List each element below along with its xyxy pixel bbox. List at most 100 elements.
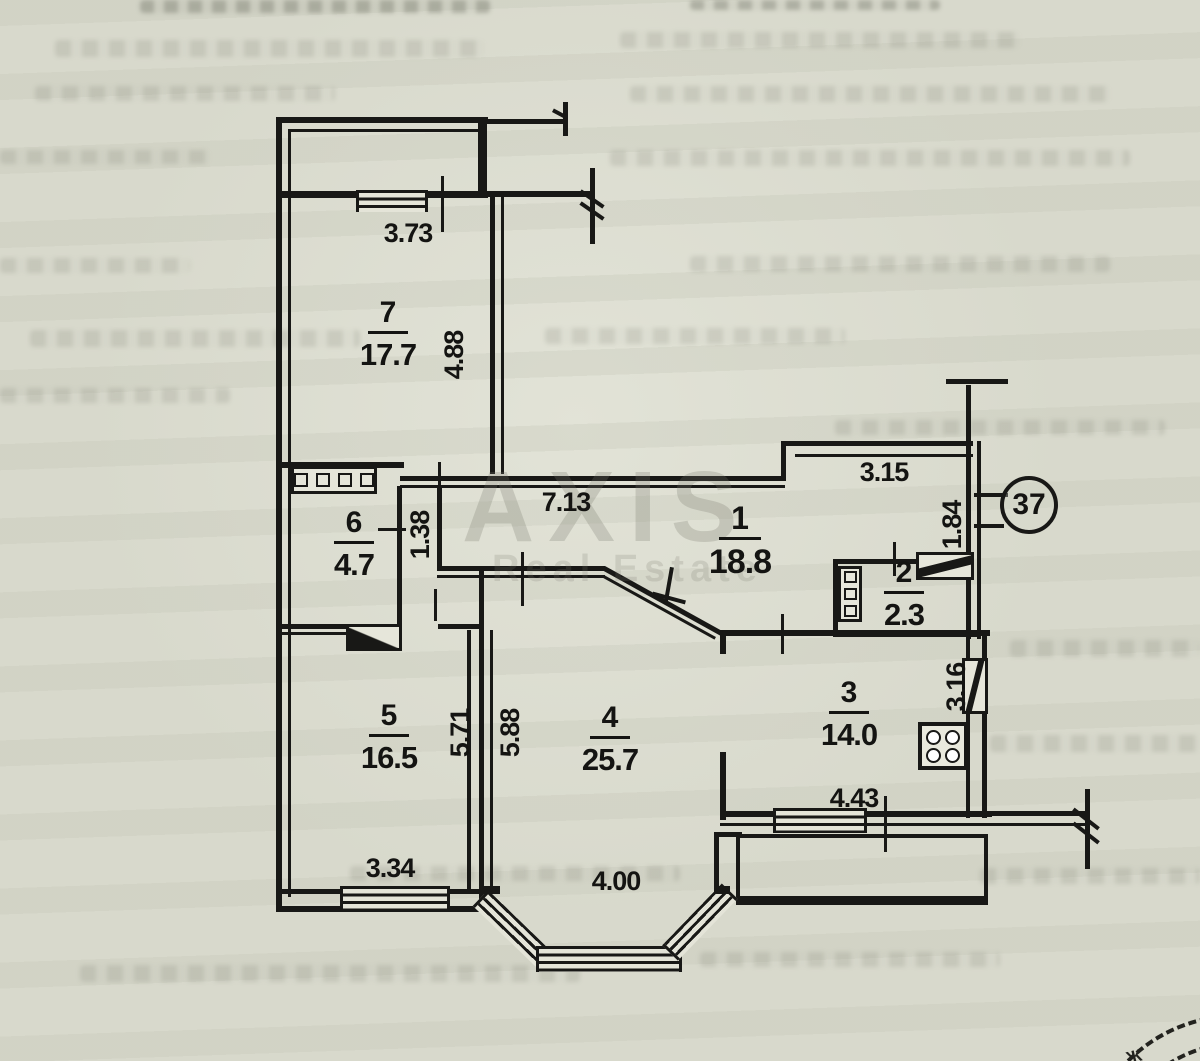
wall-kitchen-left-lower xyxy=(720,752,726,820)
bleed-text-smudge xyxy=(690,0,940,10)
wall-balcony-right xyxy=(478,117,487,197)
dimension-tick xyxy=(521,552,524,606)
wall-room5-right xyxy=(467,630,471,894)
wall-room2-left xyxy=(833,559,838,637)
dimension-vestibule-depth: 1.84 xyxy=(936,500,967,550)
dimension-room5-width: 3.34 xyxy=(365,852,416,883)
wall-room5-top-right xyxy=(438,624,480,629)
vent-cell-icon xyxy=(843,588,857,600)
dimension-tick xyxy=(441,176,444,232)
room-number: 4 xyxy=(589,703,631,739)
room-number: 3 xyxy=(828,678,870,714)
bleed-text-smudge xyxy=(0,150,210,164)
dimension-room4-depth: 5.88 xyxy=(494,708,525,758)
bleed-text-smudge xyxy=(690,256,1110,272)
wall-kbalcony-right xyxy=(984,834,988,904)
room5-window xyxy=(340,886,450,911)
dimension-room4-width: 4.00 xyxy=(591,865,642,896)
wall-kbalcony-rail xyxy=(736,896,988,905)
bleed-text-smudge xyxy=(0,388,230,403)
dimension-tick xyxy=(884,796,887,852)
room5-door-icon xyxy=(346,624,402,651)
wall-kitchen-right-outer xyxy=(982,636,987,818)
wall-entry-right-inner xyxy=(977,441,981,639)
bleed-text-smudge xyxy=(55,40,485,57)
dimension-tick xyxy=(378,528,406,531)
wall-entry-right xyxy=(966,385,971,639)
bleed-text-smudge xyxy=(630,86,1110,102)
wall-entry-top-tick xyxy=(946,379,1008,384)
dimension-tick xyxy=(893,542,896,576)
wall-break-vertical xyxy=(1085,789,1090,869)
vent-cell-icon xyxy=(316,473,330,487)
vent-cell-icon xyxy=(843,571,857,583)
wall-outer-left-inner xyxy=(288,129,291,897)
vent-cell-icon xyxy=(294,473,308,487)
bleed-text-smudge xyxy=(140,0,490,13)
room-label-5: 5 16.5 xyxy=(342,696,436,778)
wall-room2-top xyxy=(833,559,923,564)
wall-room4-left xyxy=(479,568,484,906)
wall-room5-top xyxy=(276,624,402,629)
bleed-text-smudge xyxy=(35,86,335,101)
stove-burner-icon xyxy=(926,747,941,763)
dimension-tick xyxy=(781,614,784,654)
room-area: 25.7 xyxy=(581,742,639,777)
stove-icon xyxy=(918,722,968,770)
wall-balcony-inner-top xyxy=(288,129,478,132)
apartment-number-badge: 37 xyxy=(1000,476,1058,534)
dimension-tick xyxy=(438,462,441,500)
bleed-text-smudge xyxy=(80,965,580,982)
wall-balcony-top xyxy=(276,117,488,123)
wall-bay-stub-left xyxy=(484,886,500,894)
room-label-1: 1 18.8 xyxy=(688,494,792,586)
wall-passage-right xyxy=(437,488,442,570)
room-area: 14.0 xyxy=(820,717,878,752)
dimension-balcony-width: 3.73 xyxy=(383,217,434,248)
wall-break-vertical xyxy=(590,168,595,244)
wall-outer-bottom-right-inner xyxy=(990,823,1088,826)
room-area: 4.7 xyxy=(333,547,375,582)
wall-kbalcony-left xyxy=(736,834,740,904)
room-area: 2.3 xyxy=(883,597,925,632)
room-area: 18.8 xyxy=(708,542,772,581)
room-number: 5 xyxy=(368,701,410,737)
wall-bay-stub-right xyxy=(714,886,730,894)
room-number: 7 xyxy=(367,298,409,334)
room-number: 1 xyxy=(719,502,761,540)
bleed-text-smudge xyxy=(0,258,190,273)
bleed-text-smudge xyxy=(545,328,845,344)
room7-balcony-window xyxy=(356,190,428,212)
stove-burner-icon xyxy=(926,729,941,745)
bleed-text-smudge xyxy=(700,952,1000,967)
watermark-logo: AXIS xyxy=(462,451,752,563)
dimension-room5-depth: 5.71 xyxy=(444,708,475,758)
bleed-text-smudge xyxy=(610,150,1130,166)
room-label-3: 3 14.0 xyxy=(804,672,894,756)
wall-kitchen-top xyxy=(720,630,990,636)
vent-shaft-icon xyxy=(838,566,862,622)
watermark-subtitle: Real Estate xyxy=(492,548,763,590)
dimension-tick xyxy=(974,493,1008,497)
room-label-2: 2 2.3 xyxy=(866,558,942,632)
vent-cell-icon xyxy=(338,473,352,487)
dimension-kitchen-width: 4.43 xyxy=(829,782,880,813)
wall-kitchen-right xyxy=(966,636,970,818)
stove-burner-icon xyxy=(945,747,960,763)
vent-cell-icon xyxy=(843,605,857,617)
wall-outer-bottom-right xyxy=(990,811,1088,816)
kitchen-door-icon xyxy=(962,658,988,714)
bay-window-bottom xyxy=(536,946,682,972)
wall-room7-right xyxy=(490,196,495,474)
wall-kitchen-left-upper xyxy=(720,636,726,654)
stove-burner-icon xyxy=(945,729,960,745)
entry-door-icon xyxy=(916,552,974,580)
bleed-text-smudge xyxy=(30,330,360,347)
bay-window-right xyxy=(662,883,738,961)
wall-bay-right-vertical xyxy=(714,832,719,892)
wall-kbalcony-top xyxy=(736,834,988,838)
badge-connector xyxy=(974,524,1004,528)
dimension-vestibule-length: 3.15 xyxy=(859,456,910,487)
kitchen-window xyxy=(773,808,867,833)
